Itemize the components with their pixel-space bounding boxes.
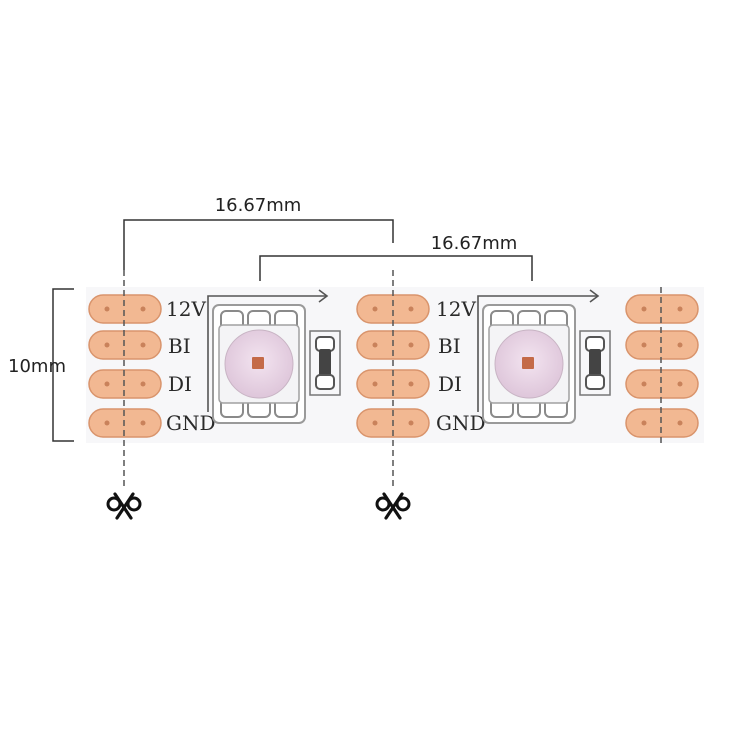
dimension-bracket (259, 255, 533, 281)
capacitor-icon (309, 330, 341, 396)
led-chip-icon (212, 304, 306, 424)
capacitor-icon (579, 330, 611, 396)
width-bracket (52, 288, 74, 442)
scissors-icon (375, 492, 411, 520)
pad-label-bi: BI (168, 334, 191, 358)
pad-label-gnd: GND (436, 411, 486, 435)
dimension-label-2: 16.67mm (431, 233, 518, 254)
width-label: 10mm (8, 356, 66, 377)
dimension-bracket (123, 219, 394, 270)
scissors-icon (106, 492, 142, 520)
pad-label-12v: 12V (436, 297, 476, 321)
dimension-label-1: 16.67mm (215, 195, 302, 216)
pad-label-gnd: GND (166, 411, 216, 435)
pad-label-12v: 12V (166, 297, 206, 321)
direction-arrow-icon (477, 289, 600, 412)
led-chip-icon (482, 304, 576, 424)
pad-label-di: DI (438, 372, 462, 396)
direction-arrow-icon (207, 289, 329, 412)
pad-label-di: DI (168, 372, 192, 396)
pad-label-bi: BI (438, 334, 461, 358)
